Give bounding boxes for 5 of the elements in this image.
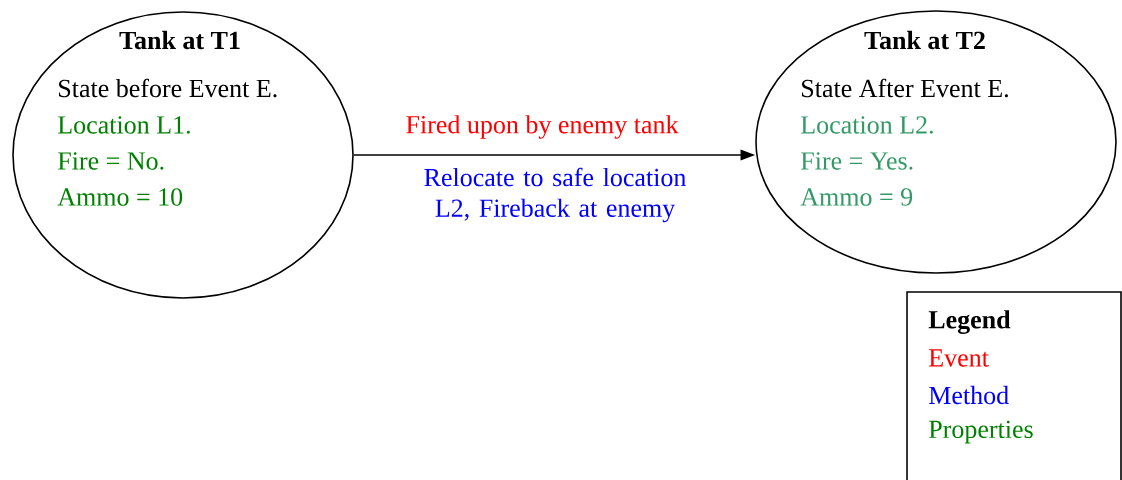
legend-entry: Event (929, 349, 989, 367)
legend-entry: Properties (929, 420, 1033, 444)
edge-label: Fired upon by enemy tank (406, 115, 679, 139)
method-label: Relocate to safe location L2, Fireback at enemy (424, 167, 687, 223)
legend-entry: Method (929, 385, 1009, 405)
